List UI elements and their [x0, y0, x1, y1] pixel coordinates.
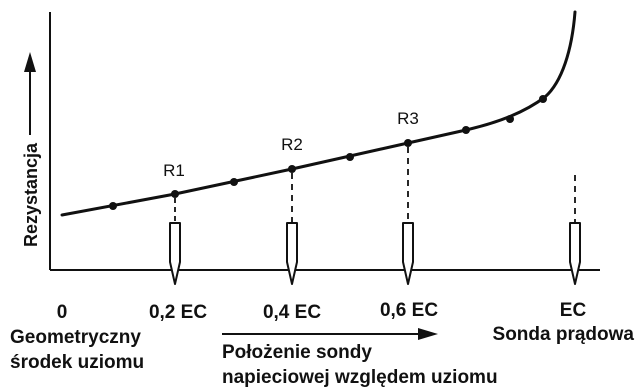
curve-point	[506, 115, 514, 123]
geometric-center-label-line1: Geometryczny	[10, 327, 141, 348]
probe-position-label-line1: Położenie sondy	[222, 342, 372, 363]
curve-point	[346, 153, 354, 161]
y-axis-label: Rezystancja	[21, 142, 41, 247]
point-label-r2: R2	[281, 135, 303, 154]
probe-ec	[569, 222, 581, 285]
probe-02	[169, 222, 181, 285]
curve-point-r3	[404, 139, 412, 147]
x-tick-label-02: 0,2 EC	[149, 302, 207, 323]
curve-point	[539, 95, 547, 103]
x-tick-label-0: 0	[57, 302, 68, 323]
probe-position-label-line2: napieciowej względem uziomu	[222, 367, 498, 388]
curve-point-r1	[171, 190, 179, 198]
direction-arrow-head	[418, 328, 438, 340]
y-axis-label-arrow-head	[24, 52, 36, 72]
x-tick-label-04: 0,4 EC	[263, 302, 321, 323]
geometric-center-label-line2: środek uziomu	[10, 352, 144, 373]
curve-point	[109, 202, 117, 210]
curve-point	[230, 178, 238, 186]
x-tick-label-06: 0,6 EC	[380, 300, 438, 321]
resistance-curve	[60, 10, 577, 217]
point-label-r1: R1	[163, 161, 185, 180]
x-tick-label-ec: EC	[560, 300, 587, 321]
current-probe-label: Sonda prądowa	[493, 324, 635, 345]
curve-point-r2	[288, 165, 296, 173]
curve-point	[462, 126, 470, 134]
probe-06	[402, 222, 414, 285]
point-label-r3: R3	[397, 109, 419, 128]
probe-04	[286, 222, 298, 285]
